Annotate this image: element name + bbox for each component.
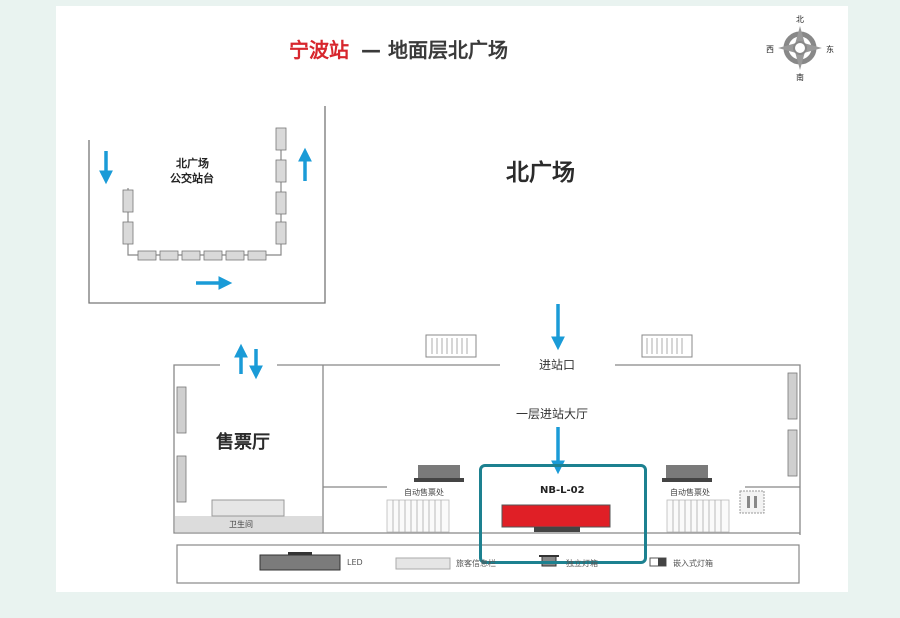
compass-east: 东 bbox=[826, 45, 834, 54]
legend-led-swatch bbox=[259, 554, 341, 571]
plaza-label: 北广场 bbox=[506, 160, 575, 186]
highlight-frame bbox=[479, 464, 647, 564]
wall-panels bbox=[176, 372, 798, 503]
hall-label: 一层进站大厅 bbox=[516, 407, 589, 421]
bus-station-label-1: 北广场 bbox=[176, 157, 209, 170]
entrance-label: 进站口 bbox=[537, 356, 578, 373]
title-subtitle: — 地面层北广场 bbox=[361, 38, 508, 62]
legend-sign-label: 独立灯箱 bbox=[566, 559, 598, 568]
compass-north: 北 bbox=[796, 15, 804, 24]
compass-south: 南 bbox=[796, 73, 804, 82]
title-station: 宁波站 bbox=[289, 38, 349, 62]
compass-west: 西 bbox=[766, 45, 774, 54]
tvm-right-label: 自动售票处 bbox=[670, 488, 710, 497]
ticket-hall-outline bbox=[173, 364, 323, 534]
ticket-hall-label: 售票厅 bbox=[216, 432, 270, 453]
ad-code-label: NB-L-02 bbox=[540, 485, 585, 496]
bus-station-outline bbox=[88, 106, 326, 304]
legend-embedded-label: 嵌入式灯箱 bbox=[673, 559, 713, 568]
legend-lightbox-label: 旅客信息栏 bbox=[456, 559, 496, 568]
compass-icon bbox=[778, 26, 822, 70]
top-light-boxes bbox=[425, 334, 693, 358]
ticket-machines bbox=[414, 465, 712, 482]
legend-led-label: LED bbox=[347, 558, 363, 567]
ticket-hall-strip bbox=[175, 516, 322, 532]
tvm-left-label: 自动售票处 bbox=[404, 488, 444, 497]
bus-stops bbox=[122, 127, 287, 261]
bus-platform-path bbox=[127, 130, 282, 256]
facility-box bbox=[211, 499, 285, 517]
legend-lightbox-swatch bbox=[395, 557, 451, 570]
facility-label: 卫生间 bbox=[229, 520, 253, 529]
bus-station-label-2: 公交站台 bbox=[170, 172, 214, 185]
map-sheet bbox=[56, 6, 848, 592]
escalators bbox=[386, 499, 730, 533]
toilet-icon bbox=[739, 490, 765, 514]
